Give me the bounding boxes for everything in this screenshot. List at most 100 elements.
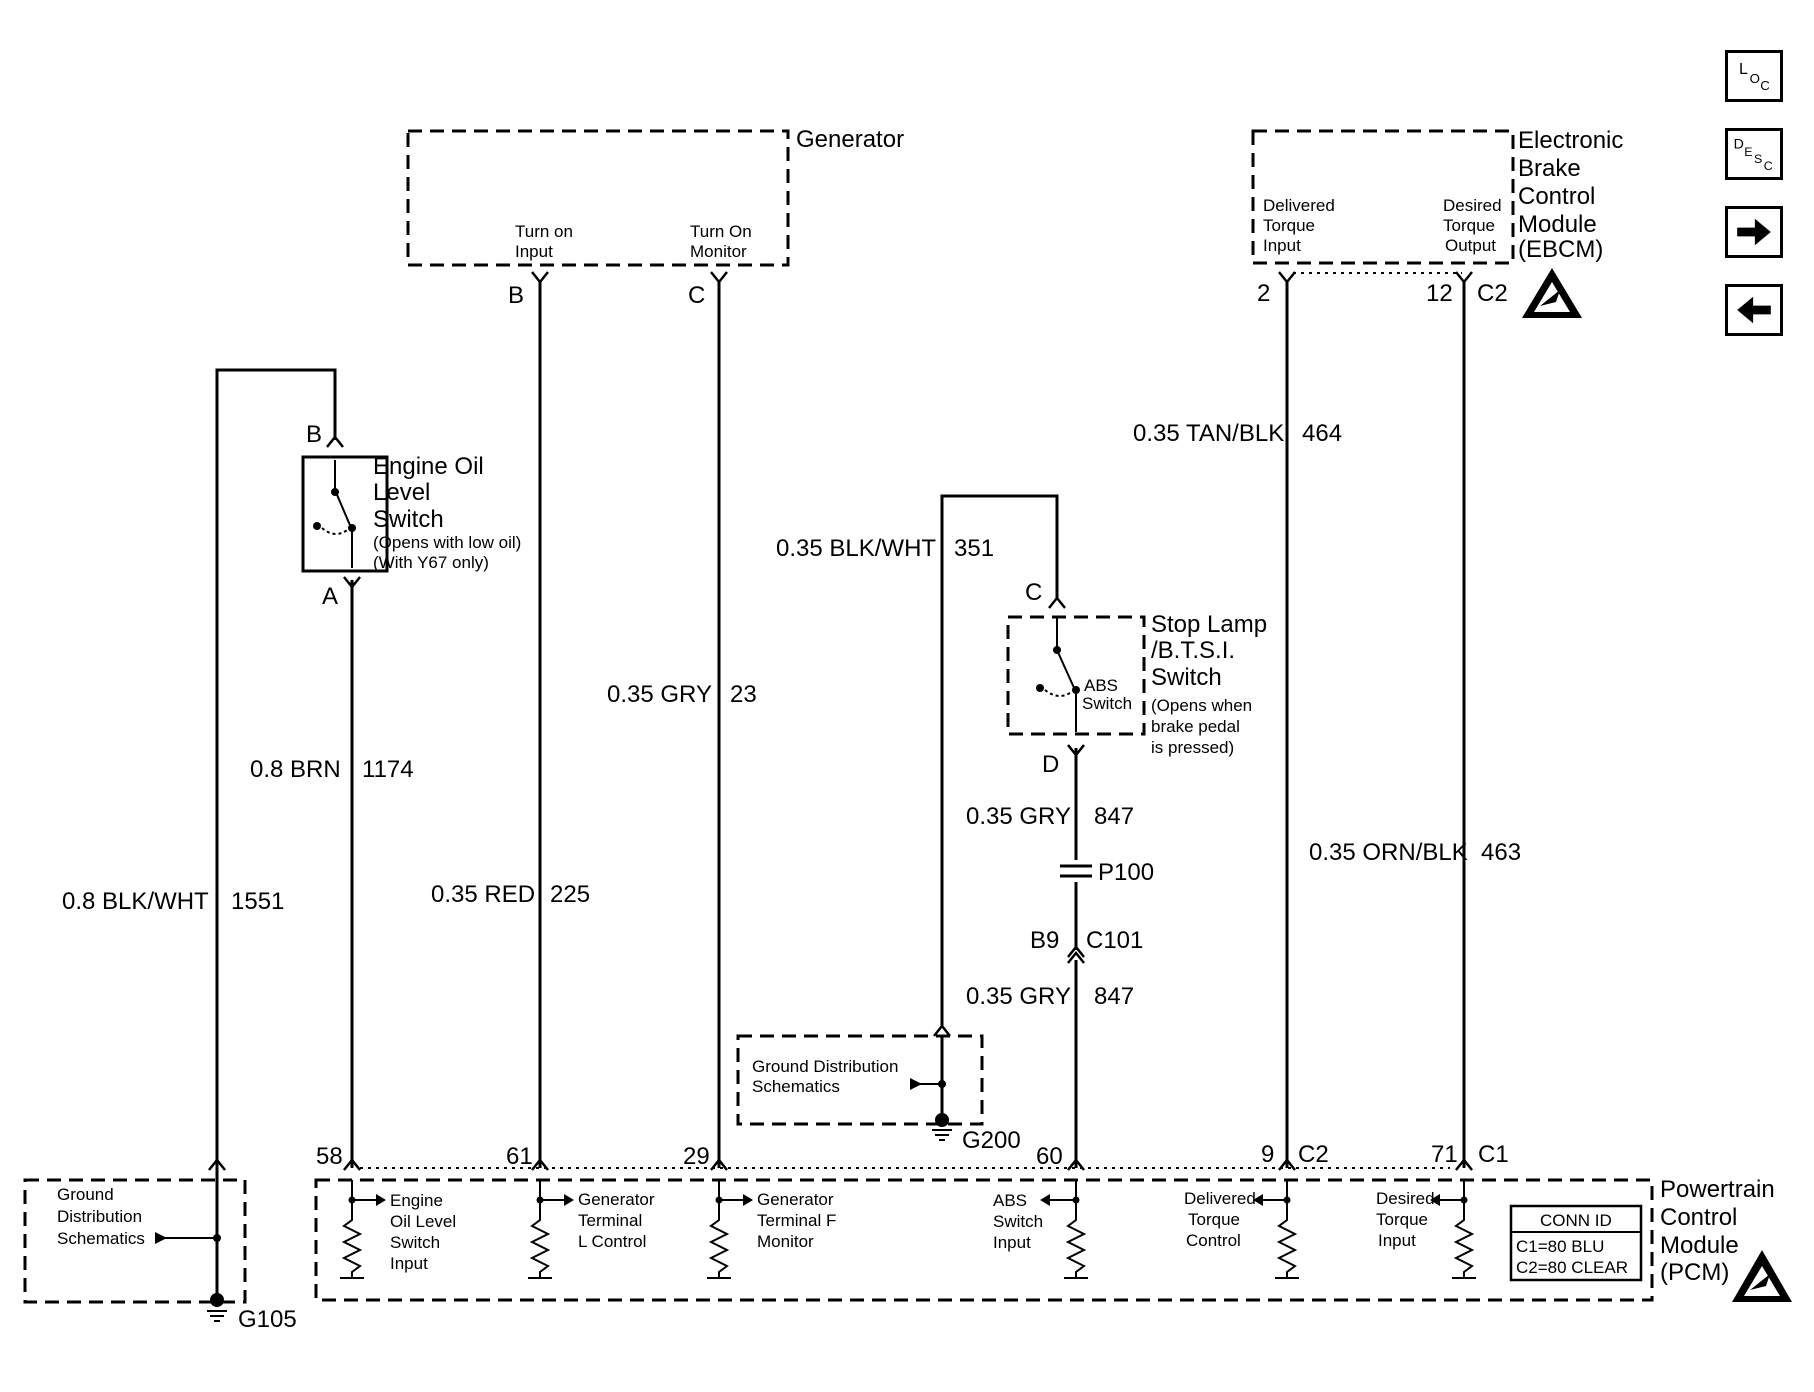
turn-on-monitor-label: Turn On [690,222,752,241]
pcm-resistors [340,1180,1476,1279]
wire-463-gauge: 0.35 ORN/BLK [1309,839,1468,866]
wire-351-gauge: 0.35 BLK/WHT [776,535,936,562]
ground-g200-icon [935,1113,949,1127]
pcm-title-2: Control [1660,1204,1737,1231]
c101-label: C101 [1086,927,1143,954]
ebcm-pin-2: 2 [1257,280,1270,307]
pcm-delivered-label-2: Torque [1188,1210,1240,1229]
pcm-signal-arrows [348,1194,1468,1206]
pcm-pin-60: 60 [1036,1143,1063,1170]
pcm-esd-warning-icon [1732,1250,1792,1302]
splice-p100: P100 [1060,859,1154,886]
oil-switch-title: Engine Oil [373,453,484,480]
pcm-oil-input-label-2: Oil Level [390,1212,456,1231]
connector-terminals [208,271,1473,1171]
ebcm-desired-label: Desired [1443,196,1502,215]
pcm-oil-input-label-4: Input [390,1254,428,1273]
ebcm-delivered-label-2: Torque [1263,216,1315,235]
pcm-oil-input-label: Engine [390,1191,443,1210]
oil-switch-pin-b: B [306,421,322,448]
wire-1174-circuit: 1174 [362,756,414,783]
pcm-delivered-label-3: Control [1186,1231,1241,1250]
wire-225-circuit: 225 [550,881,590,908]
ebcm-title-4: Module [1518,211,1597,238]
conn-id-box: CONN ID C1=80 BLU C2=80 CLEAR [1509,1204,1643,1282]
turn-on-monitor-label-2: Monitor [690,242,747,261]
generator-pin-b: B [508,282,524,309]
pcm-title-3: Module [1660,1232,1739,1259]
abs-switch-label-2: Switch [1082,694,1132,713]
stop-switch-pin-d: D [1042,751,1059,778]
wire-1551 [215,368,337,1177]
ground-g105-icon [210,1293,224,1307]
wire-464-gauge: 0.35 TAN/BLK [1133,420,1284,447]
abs-switch-label: ABS [1084,676,1118,695]
oil-switch-title-3: Switch [373,506,444,533]
ebcm-desired-label-2: Torque [1443,216,1495,235]
svg-text:O: O [1750,71,1760,86]
ebcm-delivered-label: Delivered [1263,196,1335,215]
pcm-title: Powertrain [1660,1176,1775,1203]
svg-text:L: L [1739,61,1748,78]
svg-text:S: S [1754,152,1762,166]
pcm-abs-label-2: Switch [993,1212,1043,1231]
wire-351-circuit: 351 [954,535,994,562]
generator-pin-c: C [688,282,705,309]
wire-1551-gauge: 0.8 BLK/WHT [62,888,209,915]
next-page-button[interactable] [1725,206,1783,258]
svg-text:C: C [1764,159,1773,173]
loc-button[interactable]: L O C [1725,50,1783,102]
pcm-gen-l-label: Generator [578,1190,655,1209]
ground-dist-left-label-2: Distribution [57,1207,142,1226]
pcm-delivered-label: Delivered [1184,1189,1256,1208]
stop-switch-title: Stop Lamp [1151,611,1267,638]
esd-warning-icon [1522,268,1582,318]
pcm-pin-61: 61 [506,1143,533,1170]
pcm-desired-label-3: Input [1378,1231,1416,1250]
ebcm-title: Electronic [1518,127,1623,154]
generator-title: Generator [796,126,904,153]
pcm-gen-l-label-2: Terminal [578,1211,642,1230]
svg-text:D: D [1734,136,1744,152]
pcm-abs-label-3: Input [993,1233,1031,1252]
wire-847a-circuit: 847 [1094,803,1134,830]
pcm-connector-c2: C2 [1298,1141,1329,1168]
ground-dist-left-label: Ground [57,1185,114,1204]
previous-page-button[interactable] [1725,284,1783,336]
ebcm-title-3: Control [1518,183,1595,210]
wire-1174-gauge: 0.8 BRN [250,756,341,783]
ebcm-title-2: Brake [1518,155,1581,182]
pcm-pin-9: 9 [1261,1141,1274,1168]
oil-switch-title-2: Level [373,479,430,506]
oil-switch-note-2: (With Y67 only) [373,553,489,572]
p100-label: P100 [1098,859,1154,886]
svg-text:C: C [1760,78,1770,93]
arrow-left-icon [1737,296,1771,324]
turn-on-input-label: Turn on [515,222,573,241]
ebcm-desired-label-3: Output [1445,236,1496,255]
pcm-gen-f-label-2: Terminal F [757,1211,836,1230]
g105-label: G105 [238,1306,297,1333]
desc-button[interactable]: D E S C [1725,128,1783,180]
ground-distribution-middle: Ground Distribution Schematics G200 [736,1034,1021,1154]
engine-oil-level-switch: B A Engine Oil Level Switch (Opens with … [301,421,521,610]
desc-icon: D E S C [1734,136,1773,173]
pcm-gen-l-label-3: L Control [578,1232,646,1251]
ground-dist-left-label-3: Schematics [57,1229,145,1248]
pcm-gen-f-label: Generator [757,1190,834,1209]
loc-icon: L O C [1739,61,1770,93]
pcm-connector-c1: C1 [1478,1141,1509,1168]
wire-463-circuit: 463 [1481,839,1521,866]
conn-id-title: CONN ID [1540,1211,1612,1230]
pcm-desired-label: Desired [1376,1189,1435,1208]
stop-switch-title-3: Switch [1151,664,1222,691]
g200-label: G200 [962,1127,1021,1154]
stop-switch-note: (Opens when [1151,696,1252,715]
stop-switch-note-3: is pressed) [1151,738,1234,757]
stop-switch-title-2: /B.T.S.I. [1151,637,1235,664]
wire-351 [940,494,1059,1028]
oil-switch-pin-a: A [322,583,338,610]
pcm-abs-label: ABS [993,1191,1027,1210]
generator-module: Generator Turn on Input Turn On Monitor … [406,126,904,309]
